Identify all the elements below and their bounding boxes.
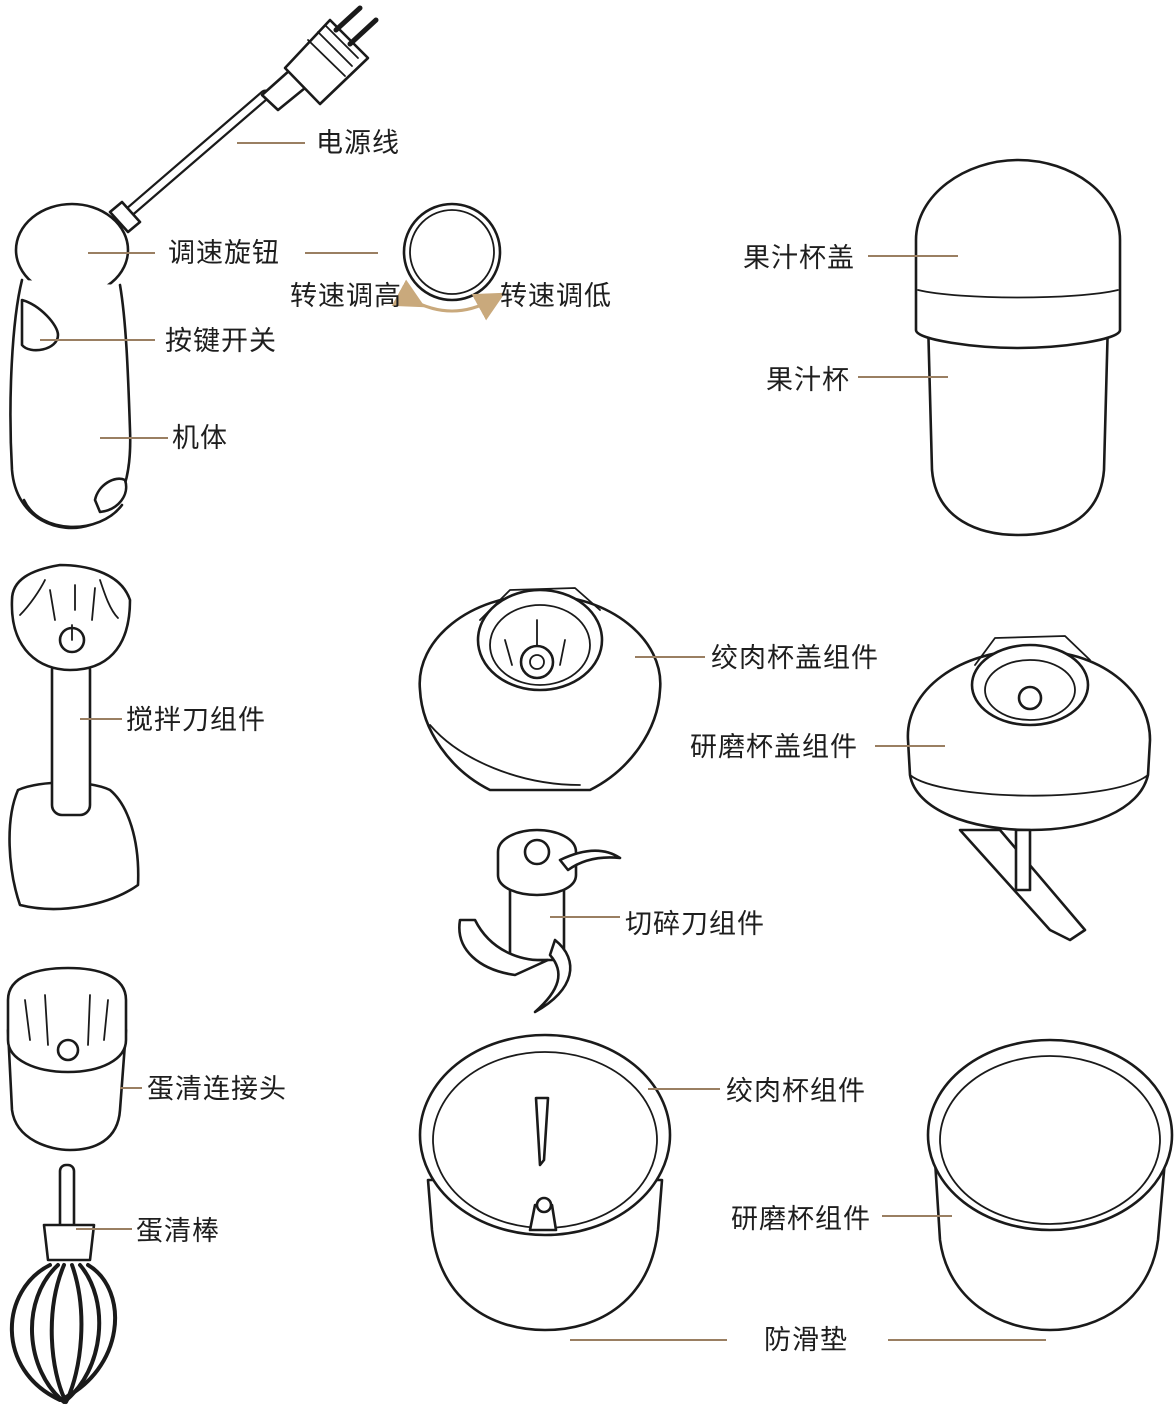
label-blender-blade: 搅拌刀组件 bbox=[126, 705, 266, 736]
label-whisk-connector: 蛋清连接头 bbox=[147, 1074, 287, 1105]
grinder-lid-drawing bbox=[906, 635, 1152, 942]
grinder-cup-drawing bbox=[926, 1038, 1174, 1332]
whisk-connector-drawing bbox=[6, 966, 128, 1152]
label-chopper-blade: 切碎刀组件 bbox=[625, 909, 765, 940]
juice-cup-drawing bbox=[914, 158, 1122, 537]
mincer-lid-drawing bbox=[418, 587, 662, 792]
leader-lines bbox=[40, 142, 1046, 1341]
label-grinder-lid: 研磨杯盖组件 bbox=[690, 732, 858, 763]
label-speed-up: 转速调高 bbox=[290, 281, 402, 312]
label-speed-knob: 调速旋钮 bbox=[168, 238, 280, 269]
label-button-switch: 按键开关 bbox=[165, 326, 277, 357]
mincer-cup-drawing bbox=[418, 1033, 672, 1332]
egg-whisk-drawing bbox=[9, 1163, 118, 1404]
label-non-slip-pad: 防滑垫 bbox=[764, 1325, 848, 1356]
label-power-cord: 电源线 bbox=[316, 128, 400, 159]
label-whisk: 蛋清棒 bbox=[136, 1216, 220, 1247]
label-body: 机体 bbox=[172, 423, 228, 454]
speed-knob-detail bbox=[391, 202, 506, 321]
label-mincer-cup: 绞肉杯组件 bbox=[726, 1076, 866, 1107]
chopper-blade-drawing bbox=[458, 828, 622, 1014]
blender-blade-drawing bbox=[8, 563, 140, 911]
label-grinder-cup: 研磨杯组件 bbox=[731, 1204, 871, 1235]
label-juice-cup: 果汁杯 bbox=[766, 365, 850, 396]
label-speed-down: 转速调低 bbox=[500, 281, 612, 312]
power-cord-drawing bbox=[108, 5, 379, 234]
motor-body-drawing bbox=[9, 202, 132, 530]
label-mincer-lid: 绞肉杯盖组件 bbox=[711, 643, 879, 674]
label-juice-cup-lid: 果汁杯盖 bbox=[743, 243, 855, 274]
